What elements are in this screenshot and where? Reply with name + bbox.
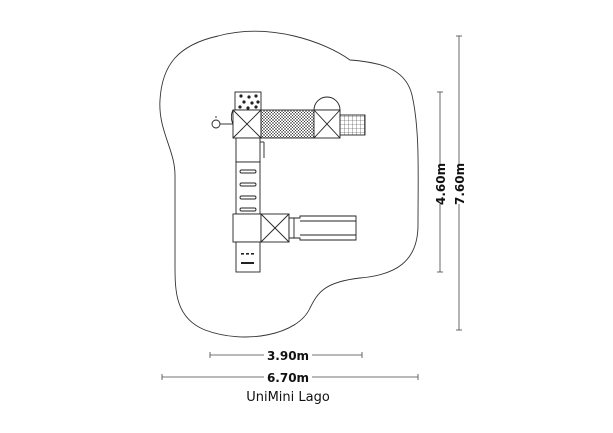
dome-roof-top-right — [313, 96, 341, 111]
play-structure — [211, 91, 366, 273]
entry-steps — [235, 241, 261, 273]
slide — [288, 215, 357, 241]
steering-wheel — [211, 119, 221, 129]
dimension-label-height-outer: 7.60m — [453, 163, 467, 205]
deck-bottom-left — [232, 213, 262, 243]
entry-step-marks — [241, 253, 254, 264]
climbing-holds — [239, 169, 257, 212]
dimension-label-width-outer: 6.70m — [267, 371, 309, 385]
climbing-grid — [339, 114, 366, 136]
safety-zone-outline — [159, 30, 419, 338]
dimension-label-width-inner: 3.90m — [267, 349, 309, 363]
product-name: UniMini Lago — [246, 390, 330, 405]
net-bridge — [260, 109, 315, 139]
roof-dots — [238, 94, 260, 110]
stair-section — [235, 137, 261, 163]
dimension-label-height-inner: 4.60m — [434, 163, 448, 205]
